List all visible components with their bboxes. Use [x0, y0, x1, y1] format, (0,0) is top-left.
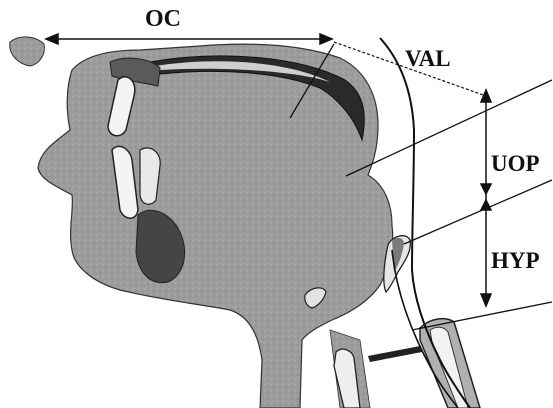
vertical-dimension [481, 90, 491, 306]
uop-bottom-reference [404, 180, 552, 244]
hyp-bottom-reference [412, 302, 552, 330]
cricoid-bar [368, 346, 422, 362]
val-label: VAL [405, 46, 451, 71]
nose-tip [10, 37, 45, 66]
uop-label: UOP [491, 151, 540, 176]
hyp-label: HYP [491, 248, 540, 273]
oc-dimension-arrow [46, 34, 332, 44]
oc-label: OC [145, 6, 181, 32]
